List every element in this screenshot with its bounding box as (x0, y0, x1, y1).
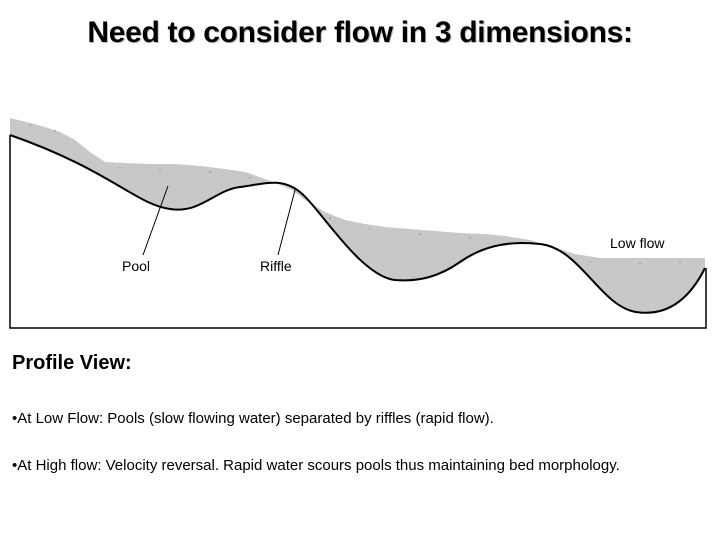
slide-title: Need to consider flow in 3 dimensions: (0, 16, 720, 50)
low-flow-label: Low flow (610, 235, 665, 251)
section-heading: Profile View: (12, 352, 132, 375)
riffle-leader-line (278, 190, 295, 255)
pool-riffle-profile-diagram: Pool Riffle Low flow (0, 100, 720, 340)
water-body (10, 118, 705, 313)
bullet-high-flow: •At High flow: Velocity reversal. Rapid … (12, 455, 672, 476)
riffle-label: Riffle (260, 258, 292, 274)
bullet-low-flow: •At Low Flow: Pools (slow flowing water)… (12, 408, 672, 429)
pool-label: Pool (122, 258, 150, 274)
